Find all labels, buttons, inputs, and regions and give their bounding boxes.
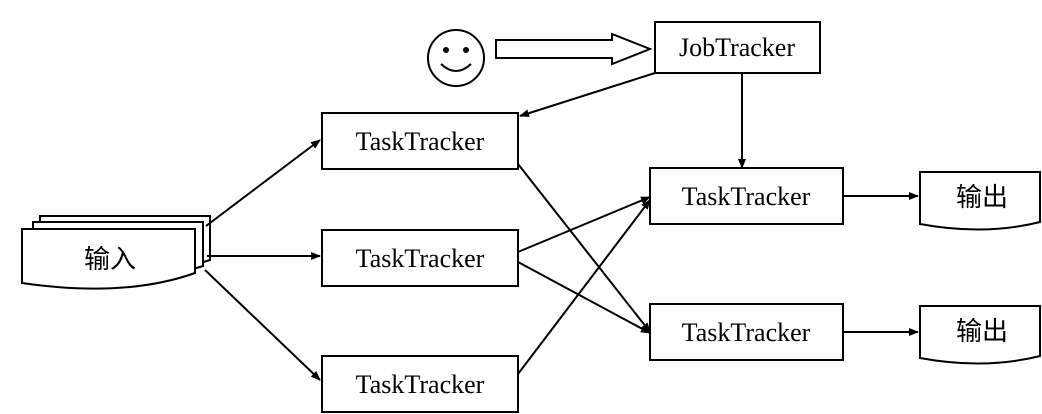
task-tracker-reduce-1-label: TaskTracker	[682, 182, 811, 211]
task-tracker-map-1-label: TaskTracker	[356, 127, 485, 156]
task-tracker-map-2-label: TaskTracker	[356, 244, 485, 273]
arrow-map-2-to-reduce-2	[517, 261, 651, 334]
task-tracker-reduce-1: TaskTracker	[649, 167, 844, 225]
job-tracker-node: JobTracker	[654, 21, 821, 74]
task-tracker-map-3-label: TaskTracker	[356, 370, 485, 399]
job-tracker-label: JobTracker	[679, 33, 795, 62]
hollow-arrow-icon	[495, 32, 653, 66]
task-tracker-map-2: TaskTracker	[321, 229, 519, 287]
arrow-job-to-map-1	[519, 72, 656, 118]
arrow-input-to-map-1	[205, 139, 321, 227]
arrow-input-to-map-3	[204, 269, 321, 381]
output-node-1: 输出	[919, 171, 1041, 231]
task-tracker-reduce-2: TaskTracker	[649, 303, 844, 361]
task-tracker-reduce-2-label: TaskTracker	[682, 318, 811, 347]
task-tracker-map-3: TaskTracker	[321, 355, 519, 413]
smiley-face-icon	[427, 29, 485, 87]
arrow-map-3-to-reduce-1	[517, 199, 651, 375]
input-node: 输入	[21, 215, 211, 290]
task-tracker-map-1: TaskTracker	[321, 112, 519, 170]
output-2-label: 输出	[956, 317, 1008, 346]
output-1-label: 输出	[956, 183, 1008, 212]
output-node-2: 输出	[919, 305, 1041, 365]
input-label: 输入	[84, 245, 136, 274]
arrow-map-2-to-reduce-1	[517, 196, 651, 253]
arrow-map-1-to-reduce-2	[517, 163, 651, 333]
